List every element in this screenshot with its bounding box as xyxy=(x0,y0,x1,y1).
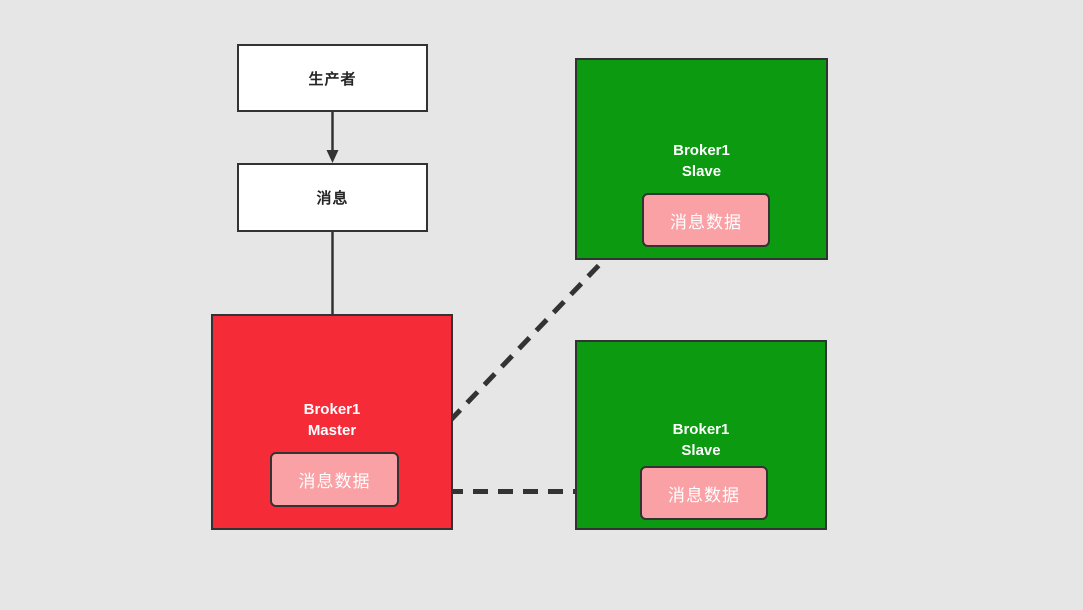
slave-top-title: Broker1 Slave xyxy=(577,140,826,182)
master-title: Broker1 Master xyxy=(213,399,451,441)
slave-top-data-box: 消息数据 xyxy=(642,193,770,247)
slave-bottom-title-line1: Broker1 xyxy=(672,421,730,438)
node-broker1-slave-top: Broker1 Slave 消息数据 xyxy=(575,58,828,260)
node-broker1-master: Broker1 Master 消息数据 xyxy=(211,314,453,530)
slave-bottom-title-line2: Slave xyxy=(681,442,721,459)
edge-producer-to-message xyxy=(326,112,339,163)
master-title-line2: Master xyxy=(307,422,357,439)
master-data-label: 消息数据 xyxy=(298,472,371,491)
node-broker1-slave-bottom: Broker1 Slave 消息数据 xyxy=(575,340,827,530)
master-title-line1: Broker1 xyxy=(303,401,361,418)
message-label: 消息 xyxy=(316,190,349,207)
node-message: 消息 xyxy=(237,163,428,232)
slave-top-title-line1: Broker1 xyxy=(673,142,730,159)
slave-bottom-data-box: 消息数据 xyxy=(640,466,768,520)
slave-bottom-title: Broker1 Slave xyxy=(577,419,825,461)
slave-bottom-data-label: 消息数据 xyxy=(668,485,740,505)
master-data-box: 消息数据 xyxy=(270,452,399,507)
slave-top-title-line2: Slave xyxy=(681,163,722,180)
producer-label: 生产者 xyxy=(308,70,357,88)
slave-top-data-label: 消息数据 xyxy=(670,212,742,232)
node-producer: 生产者 xyxy=(237,44,428,112)
